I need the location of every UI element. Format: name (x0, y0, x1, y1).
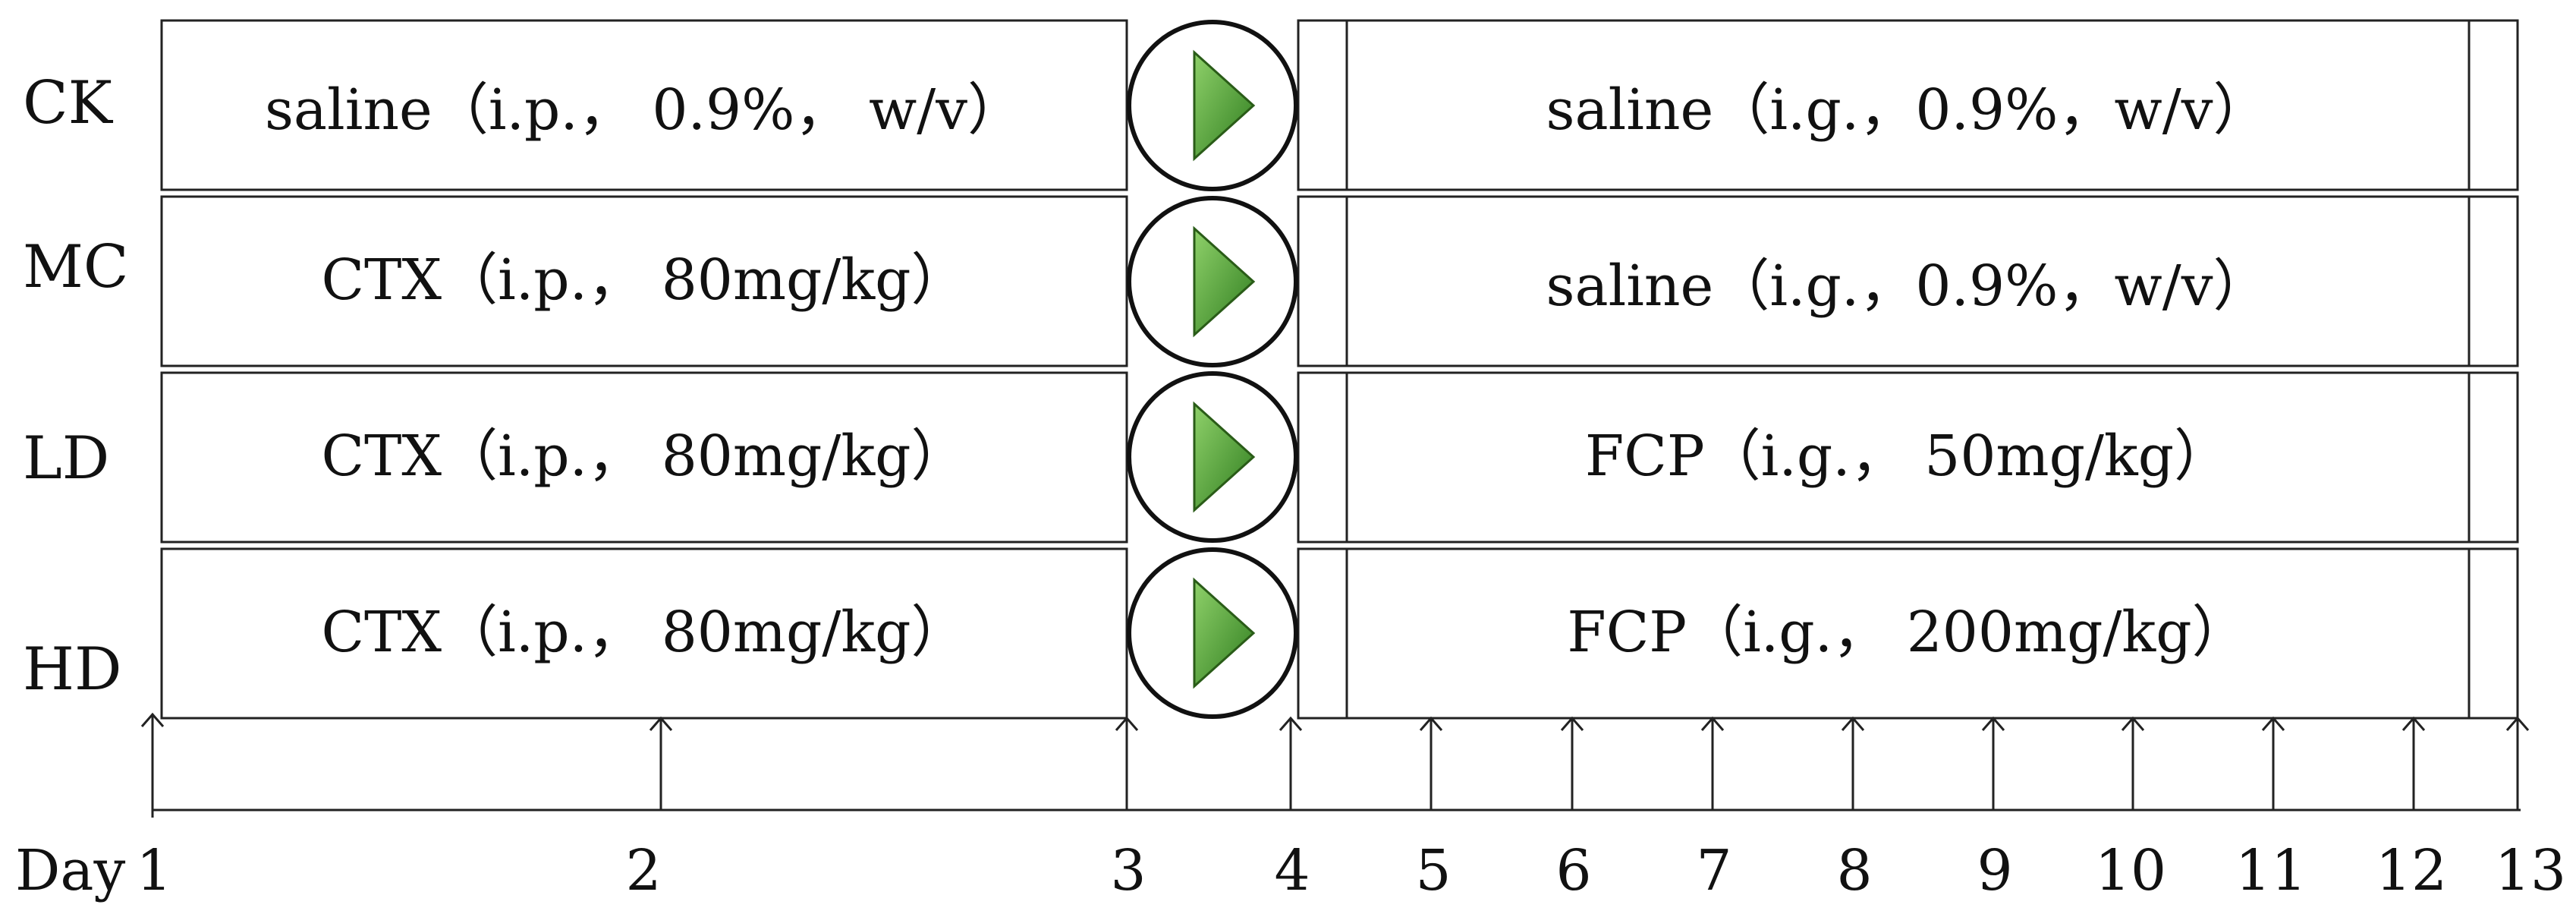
phase2-box-mc (1297, 195, 2519, 367)
transition-marker-mc (1127, 196, 1298, 367)
group-label-hd: HD (23, 635, 122, 704)
play-arrow-icon (1193, 49, 1256, 162)
timeline-arrowhead-6 (1560, 716, 1584, 731)
timeline-arrowhead-11 (2261, 716, 2285, 731)
phase1-box-hd (160, 547, 1128, 720)
day-label-4: 4 (1274, 838, 1310, 903)
phase1-box-ld (160, 371, 1128, 544)
phase1-text-mc: CTX（i.p.， 80mg/kg） (321, 247, 967, 313)
timeline-arrowhead-5 (1419, 716, 1443, 731)
timeline-arrowhead-13 (2505, 716, 2530, 731)
day-label-13: 13 (2495, 838, 2566, 903)
phase1-box-ck (160, 19, 1128, 191)
day-label-6: 6 (1555, 838, 1591, 903)
phase2-box-hd (1297, 547, 2519, 720)
timeline-arrowhead-2 (649, 716, 673, 731)
timeline-arrowhead-9 (1981, 716, 2005, 731)
phase1-text-ld: CTX（i.p.， 80mg/kg） (321, 424, 967, 489)
timeline-arrowhead-1 (140, 712, 165, 727)
group-label-ld: LD (23, 424, 109, 493)
phase2-box-ld (1297, 371, 2519, 544)
day-label-5: 5 (1415, 838, 1451, 903)
play-arrow-icon (1193, 577, 1256, 689)
phase2-text-ck: saline（i.g.，0.9%，w/v） (1546, 77, 2269, 143)
phase1-box-mc (160, 195, 1128, 367)
timeline-arrowhead-7 (1700, 716, 1725, 731)
day-label-2: 2 (625, 838, 661, 903)
day-label-11: 11 (2235, 838, 2307, 903)
phase2-text-ld: FCP（i.g.， 50mg/kg） (1585, 424, 2230, 489)
timeline-arrowhead-8 (1841, 716, 1865, 731)
phase2-text-mc: saline（i.g.，0.9%，w/v） (1546, 254, 2269, 319)
day-prefix-label: Day (15, 838, 125, 903)
day-label-1: 1 (136, 838, 171, 903)
play-arrow-icon (1193, 401, 1256, 513)
timeline-ticks (140, 712, 2530, 818)
day-label-7: 7 (1696, 838, 1731, 903)
group-label-ck: CK (23, 69, 114, 137)
timeline-arrowhead-10 (2121, 716, 2145, 731)
timeline-arrowhead-12 (2401, 716, 2426, 731)
day-label-3: 3 (1110, 838, 1146, 903)
phase2-text-hd: FCP（i.g.， 200mg/kg） (1567, 600, 2247, 665)
day-label-8: 8 (1836, 838, 1872, 903)
transition-marker-ck (1127, 20, 1298, 191)
day-label-12: 12 (2376, 838, 2447, 903)
day-label-10: 10 (2095, 838, 2166, 903)
play-arrow-icon (1193, 225, 1256, 338)
timeline-arrowhead-3 (1115, 716, 1139, 731)
phase2-box-ck (1297, 19, 2519, 191)
transition-marker-hd (1127, 547, 1298, 719)
phase1-text-hd: CTX（i.p.， 80mg/kg） (321, 600, 967, 665)
phase1-text-ck: saline（i.p.， 0.9%， w/v） (265, 77, 1024, 143)
group-label-mc: MC (23, 233, 129, 301)
timeline-arrowhead-4 (1279, 716, 1303, 731)
day-label-9: 9 (1977, 838, 2012, 903)
transition-marker-ld (1127, 371, 1298, 543)
